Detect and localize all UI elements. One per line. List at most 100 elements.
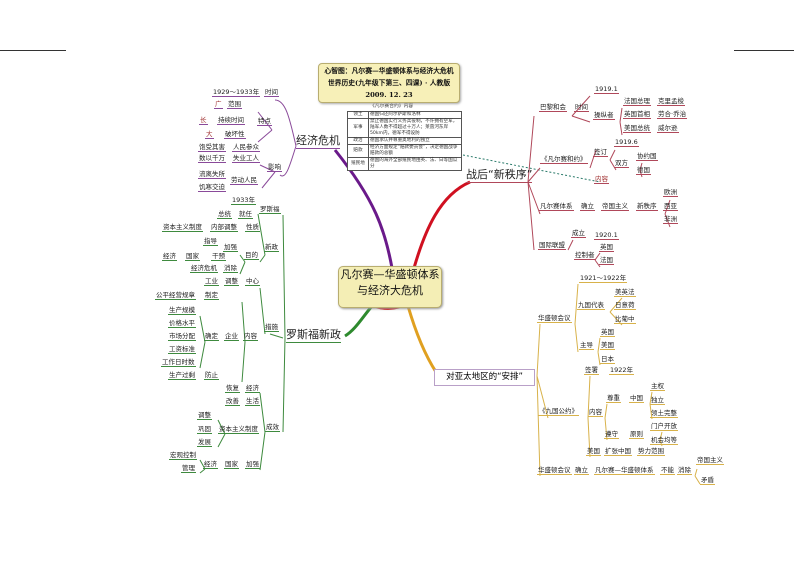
node[interactable]: 措施 <box>264 323 279 332</box>
node[interactable]: 比葡中 <box>614 315 636 324</box>
node[interactable]: 控制者 <box>574 251 596 260</box>
topic-economic-crisis[interactable]: 经济危机 <box>296 134 340 149</box>
node[interactable]: 矛盾 <box>700 476 715 485</box>
node[interactable]: 影响 <box>267 163 282 172</box>
node[interactable]: 生产过剩 <box>168 371 196 380</box>
node[interactable]: 饱受其害 <box>198 143 226 152</box>
node[interactable]: 1919.1 <box>594 85 619 94</box>
node[interactable]: 防止 <box>204 371 219 380</box>
node[interactable]: 1920.1 <box>594 231 619 240</box>
node[interactable]: 加强 <box>245 460 260 469</box>
node[interactable]: 资本主义制度 <box>218 425 259 434</box>
node[interactable]: 生活 <box>245 397 260 406</box>
node[interactable]: 经济 <box>245 384 260 393</box>
node[interactable]: 扩张中国 <box>604 447 632 456</box>
node[interactable]: 经济 <box>203 460 218 469</box>
node[interactable]: 消除 <box>223 264 238 273</box>
node[interactable]: 协约国 <box>636 152 658 161</box>
node[interactable]: 势力范围 <box>637 447 665 456</box>
node[interactable]: 1921～1922年 <box>579 274 628 283</box>
node[interactable]: 广 <box>214 100 223 109</box>
node[interactable]: 1929～1933年 <box>212 88 261 97</box>
node[interactable]: 经济 <box>162 252 177 261</box>
node[interactable]: 操纵者 <box>593 111 615 120</box>
node[interactable]: 德国 <box>636 166 651 175</box>
node[interactable]: 加强 <box>223 243 238 252</box>
node[interactable]: 1922年 <box>609 366 635 375</box>
node[interactable]: 流离失所 <box>198 170 226 179</box>
node[interactable]: 中国 <box>629 394 644 403</box>
node[interactable]: 华盛顿会议 <box>537 466 572 475</box>
node[interactable]: 消除 <box>677 466 692 475</box>
node[interactable]: 签署 <box>584 366 599 375</box>
node[interactable]: 劳合·乔治 <box>657 110 688 119</box>
node[interactable]: 目的 <box>244 251 259 260</box>
node[interactable]: 长 <box>199 116 208 125</box>
node[interactable]: 原则 <box>629 430 644 439</box>
node[interactable]: 确立 <box>580 202 595 211</box>
node[interactable]: 日意荷 <box>614 301 636 310</box>
node[interactable]: 凡尔赛—华盛顿体系 <box>594 466 655 475</box>
node[interactable]: 饥寒交迫 <box>198 183 226 192</box>
node[interactable]: 新秩序 <box>636 202 658 211</box>
node[interactable]: 范围 <box>227 100 242 109</box>
node[interactable]: 经济危机 <box>190 264 218 273</box>
node[interactable]: 生产规模 <box>168 306 196 315</box>
node[interactable]: 英国 <box>599 243 614 252</box>
node[interactable]: 1933年 <box>231 196 257 205</box>
node[interactable]: 独立 <box>650 396 665 405</box>
node[interactable]: 市场分配 <box>168 332 196 341</box>
node[interactable]: 法国总理 <box>623 97 651 106</box>
node[interactable]: 性质 <box>245 223 260 232</box>
node[interactable]: 成立 <box>571 229 586 238</box>
node[interactable]: 美国总统 <box>623 124 651 133</box>
node[interactable]: 人民参众 <box>232 143 260 152</box>
node[interactable]: 主权 <box>650 382 665 391</box>
node[interactable]: 成效 <box>265 423 280 432</box>
node[interactable]: 宏观控制 <box>169 451 197 460</box>
node[interactable]: 日本 <box>600 355 615 364</box>
node[interactable]: 资本主义制度 <box>162 223 203 232</box>
node[interactable]: 欧洲 <box>663 188 678 197</box>
node[interactable]: 破坏性 <box>224 130 246 139</box>
node[interactable]: 领土完整 <box>650 409 678 418</box>
node[interactable]: 管理 <box>181 464 196 473</box>
node[interactable]: 时间 <box>264 88 279 97</box>
node[interactable]: 时间 <box>574 103 589 112</box>
node[interactable]: 《九国公约》 <box>538 407 579 416</box>
node[interactable]: 美国 <box>600 341 615 350</box>
node[interactable]: 干预 <box>211 252 226 261</box>
node[interactable]: 罗斯福 <box>259 205 281 214</box>
node[interactable]: 特点 <box>257 117 272 126</box>
node[interactable]: 总统 <box>217 210 232 219</box>
node[interactable]: 中心 <box>245 277 260 286</box>
node[interactable]: 国家 <box>224 460 239 469</box>
node[interactable]: 华盛顿会议 <box>537 314 572 323</box>
node[interactable]: 调整 <box>224 277 239 286</box>
node[interactable]: 遵守 <box>604 430 619 439</box>
node[interactable]: 门户开放 <box>650 422 678 431</box>
node[interactable]: 主导 <box>579 341 594 350</box>
central-topic[interactable]: 凡尔赛—华盛顿体系 与经济大危机 <box>338 266 442 308</box>
node[interactable]: 持续时间 <box>217 116 245 125</box>
node[interactable]: 尊重 <box>606 394 621 403</box>
node[interactable]: 机会均等 <box>650 436 678 445</box>
node[interactable]: 凡尔赛体系 <box>539 202 574 211</box>
topic-postwar-new-order[interactable]: 战后“新秩序” <box>466 168 533 183</box>
node[interactable]: 美国 <box>586 447 601 456</box>
node[interactable]: 工资标准 <box>168 345 196 354</box>
node[interactable]: 工业 <box>204 277 219 286</box>
node[interactable]: 新政 <box>264 243 279 252</box>
node[interactable]: 英国 <box>600 328 615 337</box>
node[interactable]: 指导 <box>203 237 218 246</box>
node[interactable]: 签订 <box>593 148 608 157</box>
node[interactable]: 就任 <box>238 210 253 219</box>
node[interactable]: 帝国主义 <box>696 456 724 465</box>
node[interactable]: 巩固 <box>197 425 212 434</box>
node[interactable]: 国际联盟 <box>538 241 566 250</box>
node[interactable]: 数以千万 <box>198 154 226 163</box>
node[interactable]: 非洲 <box>663 215 678 224</box>
node[interactable]: 帝国主义 <box>601 202 629 211</box>
node[interactable]: 公平经营规章 <box>155 291 196 300</box>
node[interactable]: 巴黎和会 <box>539 103 567 112</box>
